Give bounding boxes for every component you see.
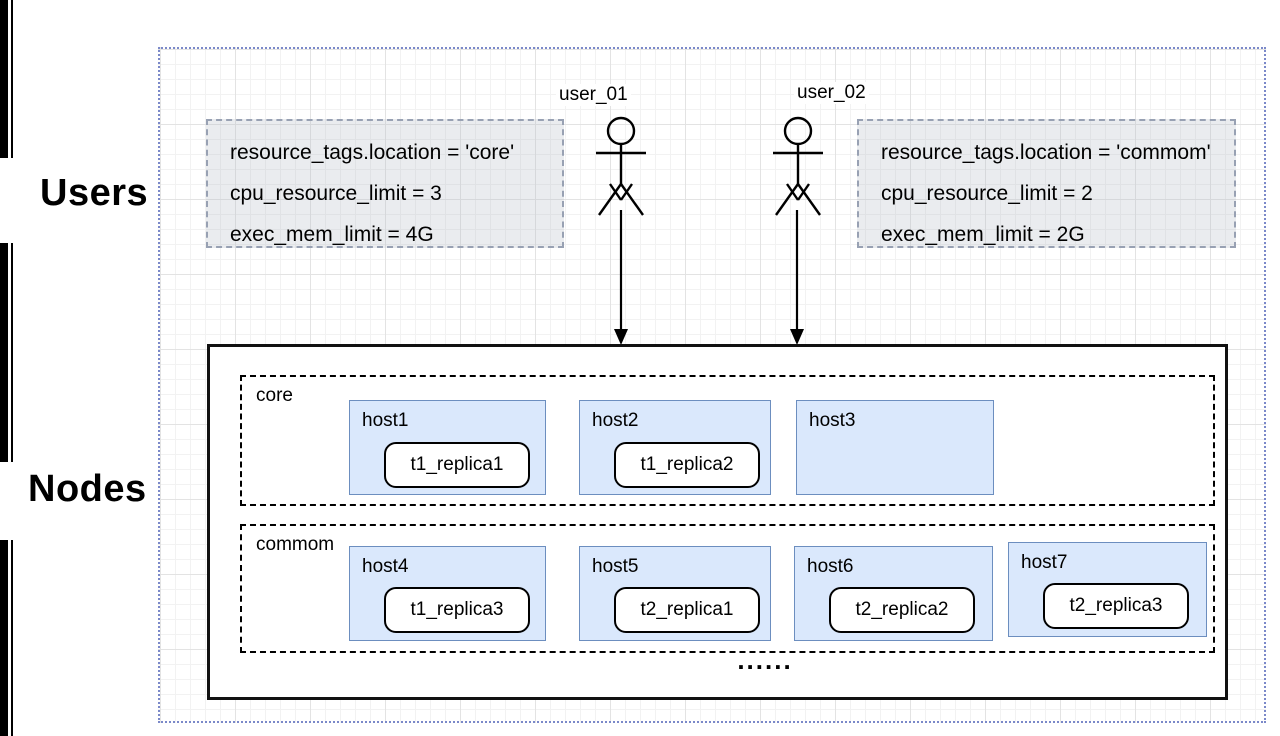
left-edge-line-middle <box>11 243 13 462</box>
host1-box: host1 t1_replica1 <box>349 400 546 495</box>
host4-box: host4 t1_replica3 <box>349 546 546 641</box>
more-hosts-ellipsis: ...... <box>737 645 793 675</box>
user02-arrow <box>790 210 804 345</box>
left-edge-bar-top <box>0 0 8 158</box>
group-commom: commom host4 t1_replica3 host5 t2_replic… <box>240 524 1215 653</box>
replica-t2_replica3: t2_replica3 <box>1043 583 1189 629</box>
user01-arrow <box>614 210 628 345</box>
config-line: resource_tags.location = 'commom' <box>881 141 1211 164</box>
replica-t1_replica1: t1_replica1 <box>384 442 530 488</box>
host5-box: host5 t2_replica1 <box>579 546 771 641</box>
host5-label: host5 <box>592 556 639 577</box>
config-line: exec_mem_limit = 2G <box>881 223 1085 246</box>
user02-label: user_02 <box>794 82 869 104</box>
host2-box: host2 t1_replica2 <box>579 400 771 495</box>
host3-box: host3 <box>796 400 994 495</box>
left-edge-bar-middle <box>0 243 8 462</box>
replica-t1_replica2: t1_replica2 <box>614 442 760 488</box>
host2-label: host2 <box>592 410 639 431</box>
config-line: cpu_resource_limit = 3 <box>230 182 442 205</box>
replica-t1_replica3: t1_replica3 <box>384 587 530 633</box>
user02-actor-icon <box>773 116 823 216</box>
left-edge-line-bottom <box>11 540 13 736</box>
left-edge-line-top <box>11 0 13 158</box>
replica-t2_replica1: t2_replica1 <box>614 587 760 633</box>
nodes-container: core host1 t1_replica1 host2 t1_replica2… <box>207 344 1228 700</box>
host7-box: host7 t2_replica3 <box>1008 542 1207 637</box>
user02-config-box: resource_tags.location = 'commom' cpu_re… <box>857 119 1236 248</box>
config-line: cpu_resource_limit = 2 <box>881 182 1093 205</box>
left-edge-bar-bottom <box>0 540 8 736</box>
config-line: resource_tags.location = 'core' <box>230 141 515 164</box>
host3-label: host3 <box>809 410 856 431</box>
user01-actor-icon <box>596 116 646 216</box>
group-core-label: core <box>256 385 293 406</box>
users-section-label: Users <box>40 172 149 214</box>
host4-label: host4 <box>362 556 409 577</box>
host6-box: host6 t2_replica2 <box>794 546 993 641</box>
group-commom-label: commom <box>256 534 335 555</box>
user01-config-box: resource_tags.location = 'core' cpu_reso… <box>206 119 564 248</box>
host7-label: host7 <box>1021 552 1068 573</box>
host1-label: host1 <box>362 410 409 431</box>
group-core: core host1 t1_replica1 host2 t1_replica2… <box>240 375 1215 506</box>
user01-label: user_01 <box>556 84 631 106</box>
host6-label: host6 <box>807 556 854 577</box>
nodes-section-label: Nodes <box>28 468 147 510</box>
config-line: exec_mem_limit = 4G <box>230 223 434 246</box>
replica-t2_replica2: t2_replica2 <box>829 587 975 633</box>
